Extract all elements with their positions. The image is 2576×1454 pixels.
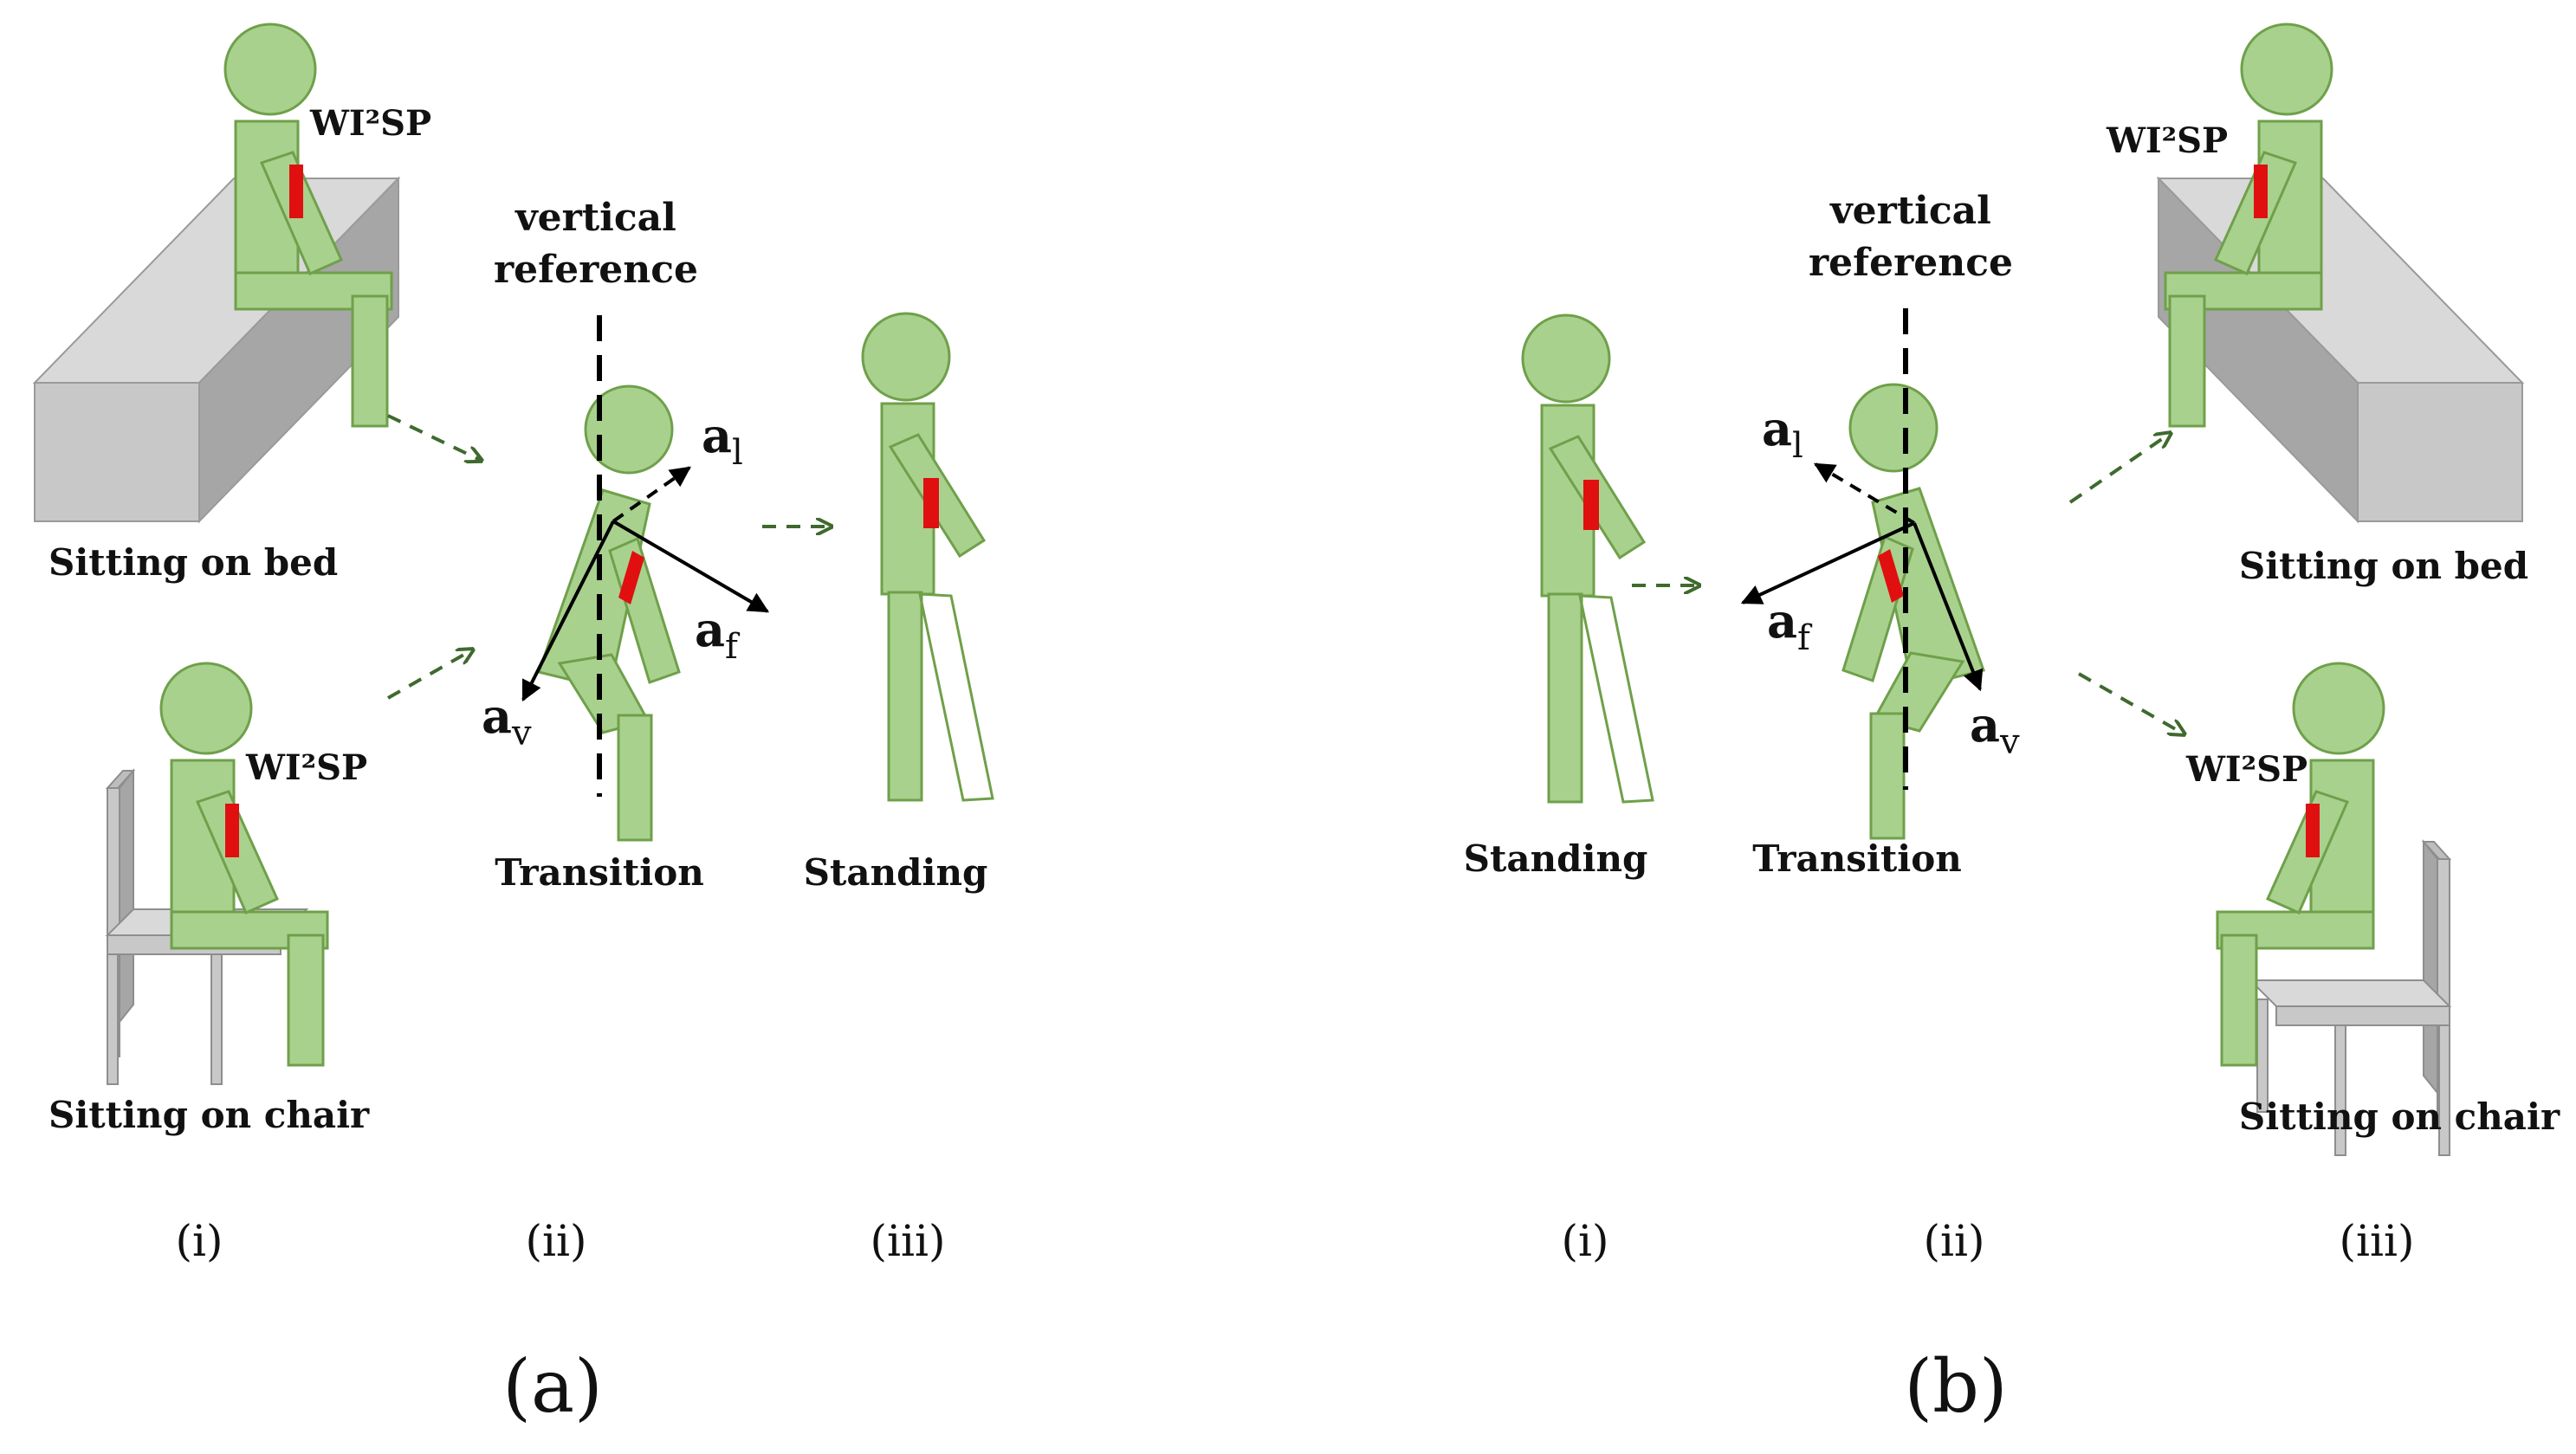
bed-illustration-b — [2158, 178, 2523, 522]
step-iii-b: (iii) — [2340, 1216, 2415, 1266]
label-sitting-on-chair-a: Sitting on chair — [49, 1094, 370, 1136]
person-transition-b — [1841, 383, 1985, 840]
sensor-label-chair-b: WI²SP — [2185, 749, 2307, 790]
person-sitting-chair-a — [159, 662, 329, 1067]
flow-arrow-bed-to-transition-a — [387, 414, 482, 461]
label-sitting-on-bed-b: Sitting on bed — [2239, 545, 2528, 587]
vector-frontal-label-a: af — [695, 602, 741, 667]
vertical-reference-line2-b: reference — [1809, 241, 2013, 285]
vector-lateral-label-b: al — [1762, 401, 1803, 466]
caption-a: (a) — [502, 1344, 603, 1429]
bed-illustration-a — [34, 178, 399, 522]
person-standing-a — [861, 312, 994, 802]
label-transition-a: Transition — [495, 851, 704, 894]
label-standing-a: Standing — [804, 851, 988, 894]
vector-lateral-label-a: al — [702, 408, 743, 473]
label-sitting-on-chair-b: Sitting on chair — [2239, 1095, 2560, 1138]
vertical-reference-line1-b: vertical — [1829, 189, 1991, 233]
label-transition-b: Transition — [1752, 837, 1962, 880]
vector-vertical-label-a: av — [482, 688, 532, 753]
sensor-label-bed-a: WI²SP — [309, 103, 431, 144]
vertical-reference-line2-a: reference — [494, 248, 698, 292]
label-standing-b: Standing — [1464, 837, 1648, 880]
person-transition-a — [537, 385, 681, 842]
panel-b: vertical reference al af av WI²SP WI²SP … — [1464, 23, 2560, 1429]
step-i-b: (i) — [1561, 1216, 1608, 1266]
person-standing-b — [1521, 313, 1654, 804]
flow-arrow-transition-to-chair-b — [2078, 672, 2184, 734]
flow-arrow-chair-to-transition-a — [387, 649, 473, 700]
vector-lateral-arrow-a — [612, 466, 691, 523]
vector-frontal-arrow-a — [612, 520, 770, 613]
flow-arrow-transition-to-bed-b — [2068, 433, 2171, 504]
label-sitting-on-bed-a: Sitting on bed — [49, 541, 338, 584]
vertical-reference-line1-a: vertical — [515, 196, 676, 240]
vector-frontal-arrow-b — [1740, 521, 1915, 604]
sensor-label-bed-b: WI²SP — [2106, 120, 2228, 161]
step-ii-a: (ii) — [526, 1216, 587, 1266]
caption-b: (b) — [1904, 1344, 2007, 1429]
step-iii-a: (iii) — [871, 1216, 946, 1266]
vector-vertical-arrow-b — [1913, 522, 1984, 692]
panel-a: WI²SP WI²SP vertical reference al af av … — [34, 23, 994, 1429]
vector-vertical-label-b: av — [1970, 697, 2020, 762]
vector-vertical-arrow-a — [521, 520, 615, 702]
step-i-a: (i) — [175, 1216, 223, 1266]
sensor-label-chair-a: WI²SP — [245, 747, 367, 788]
vector-frontal-label-b: af — [1767, 593, 1813, 658]
step-ii-b: (ii) — [1924, 1216, 1985, 1266]
